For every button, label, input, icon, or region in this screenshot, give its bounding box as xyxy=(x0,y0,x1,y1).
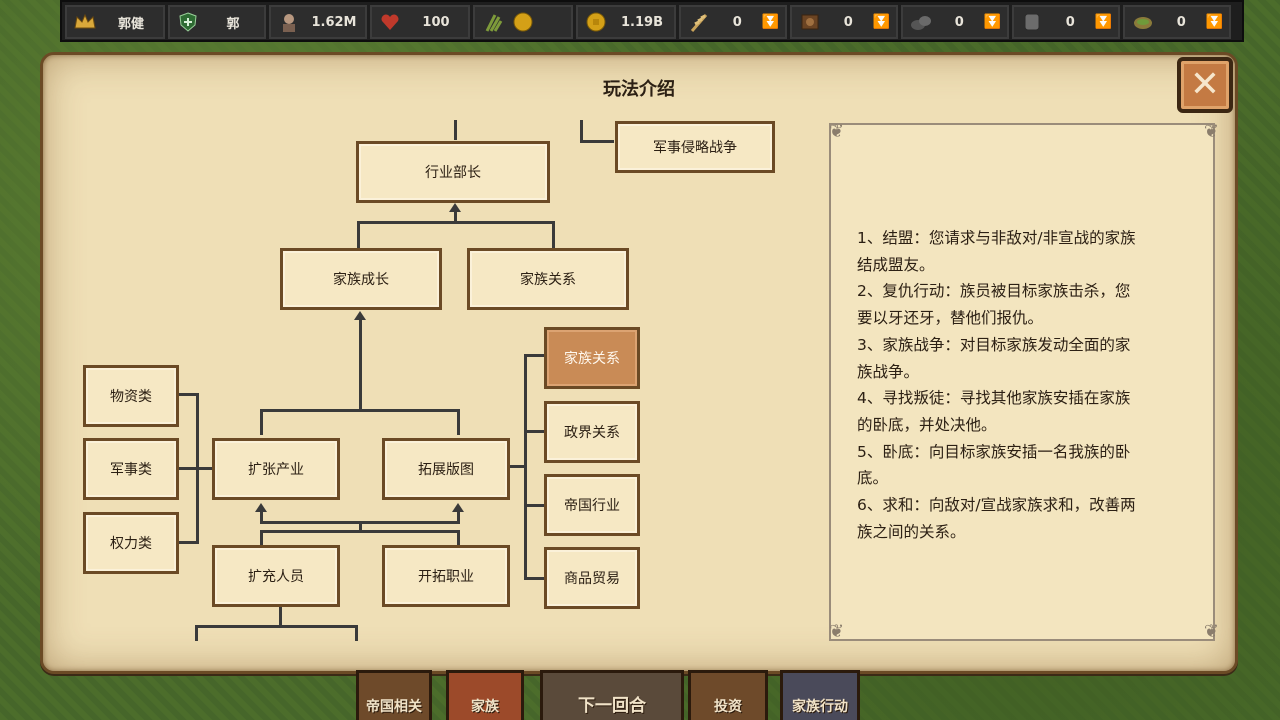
description-line: 结成盟友。 xyxy=(857,255,935,274)
empire-menu-button[interactable]: 帝国相关 xyxy=(356,670,432,720)
chevron-down-icon: ⏬ xyxy=(872,14,890,30)
chevron-down-icon: ⏬ xyxy=(1205,14,1223,30)
close-icon: ✕ xyxy=(1189,64,1221,105)
clan-action-label: 家族行动 xyxy=(792,699,848,715)
ornament-corner-icon: ❦ xyxy=(1203,121,1219,142)
description-line: 底。 xyxy=(857,469,889,488)
close-button[interactable]: ✕ xyxy=(1177,57,1233,113)
arrow-up-icon xyxy=(255,503,267,512)
description-box: ❦ ❦ ❦ ❦ 1、结盟：您请求与非敌对/非宣战的家族 结成盟友。 2、复仇行动… xyxy=(829,121,1219,642)
herb-icon xyxy=(1129,10,1157,34)
description-line: 6、求和：向敌对/宣战家族求和，改善两 xyxy=(857,496,1136,515)
herb-value: 0 xyxy=(1176,14,1186,30)
description-line: 要以牙还牙，替他们报仇。 xyxy=(857,309,1044,328)
wheat-slot[interactable]: 0 ⏬ xyxy=(679,5,787,39)
clan-menu-button[interactable]: 家族 xyxy=(446,670,524,720)
ornament-corner-icon: ❦ xyxy=(1203,621,1219,642)
description-line: 族之间的关系。 xyxy=(857,522,966,541)
invest-menu-button[interactable]: 投资 xyxy=(688,670,768,720)
description-text: 1、结盟：您请求与非敌对/非宣战的家族 结成盟友。 2、复仇行动：族员被目标家族… xyxy=(857,225,1193,545)
node-military-invasion[interactable]: 军事侵略战争 xyxy=(615,121,775,173)
wood-value: 0 xyxy=(843,14,853,30)
player-name-slot[interactable]: 郭健 xyxy=(65,5,165,39)
description-line: 4、寻找叛徒：寻找其他家族安插在家族 xyxy=(857,389,1131,408)
grain-coin-icon xyxy=(479,10,539,34)
gold-value: 1.19B xyxy=(621,14,663,30)
node-military[interactable]: 军事类 xyxy=(83,438,179,500)
tech-tree: 军事侵略战争 行业部长 家族成长 家族关系 家族关系 政界关系 帝国行业 商品贸… xyxy=(43,55,803,677)
soldier-icon xyxy=(275,10,303,34)
next-turn-button[interactable]: 下一回合 xyxy=(540,670,684,720)
node-clan-growth[interactable]: 家族成长 xyxy=(280,248,442,310)
invest-menu-label: 投资 xyxy=(714,699,742,715)
empire-menu-label: 帝国相关 xyxy=(366,699,422,715)
wood-slot[interactable]: 0 ⏬ xyxy=(790,5,898,39)
stone-value: 0 xyxy=(954,14,964,30)
wheat-value: 0 xyxy=(732,14,742,30)
clan-menu-label: 家族 xyxy=(471,699,499,715)
node-clan-relations-selected[interactable]: 家族关系 xyxy=(544,327,640,389)
iron-icon xyxy=(1018,10,1046,34)
shield-icon xyxy=(174,10,202,34)
node-imperial-industry[interactable]: 帝国行业 xyxy=(544,474,640,536)
arrow-up-icon xyxy=(449,203,461,212)
chevron-down-icon: ⏬ xyxy=(1094,14,1112,30)
ornament-corner-icon: ❦ xyxy=(829,621,845,642)
wood-icon xyxy=(796,10,824,34)
stone-slot[interactable]: 0 ⏬ xyxy=(901,5,1009,39)
node-expand-territory[interactable]: 拓展版图 xyxy=(382,438,510,500)
grain-coin-slot[interactable] xyxy=(473,5,573,39)
node-materials[interactable]: 物资类 xyxy=(83,365,179,427)
population-value: 1.62M xyxy=(311,14,357,30)
node-industry-minister[interactable]: 行业部长 xyxy=(356,141,550,203)
iron-slot[interactable]: 0 ⏬ xyxy=(1012,5,1120,39)
chevron-down-icon: ⏬ xyxy=(983,14,1001,30)
iron-value: 0 xyxy=(1065,14,1075,30)
clan-name: 郭 xyxy=(226,16,240,32)
node-commodity-trade[interactable]: 商品贸易 xyxy=(544,547,640,609)
description-line: 族战争。 xyxy=(857,362,920,381)
node-political-relations[interactable]: 政界关系 xyxy=(544,401,640,463)
description-line: 的卧底，并处决他。 xyxy=(857,415,997,434)
coin-icon xyxy=(582,10,610,34)
herb-slot[interactable]: 0 ⏬ xyxy=(1123,5,1231,39)
description-line: 3、家族战争：对目标家族发动全面的家 xyxy=(857,335,1131,354)
next-turn-label: 下一回合 xyxy=(578,696,646,716)
ornament-corner-icon: ❦ xyxy=(829,121,845,142)
arrow-up-icon xyxy=(354,311,366,320)
gameplay-intro-panel: 玩法介绍 ✕ xyxy=(40,52,1238,674)
resource-bar: 郭健 郭 1.62M 100 1.19B 0 ⏬ 0 ⏬ 0 ⏬ 0 ⏬ xyxy=(60,0,1244,42)
population-slot[interactable]: 1.62M xyxy=(269,5,367,39)
node-expand-personnel[interactable]: 扩充人员 xyxy=(212,545,340,607)
crown-icon xyxy=(71,10,99,34)
heart-icon xyxy=(376,10,404,34)
chevron-down-icon: ⏬ xyxy=(761,14,779,30)
clan-name-slot[interactable]: 郭 xyxy=(168,5,266,39)
health-value: 100 xyxy=(422,14,450,30)
description-line: 1、结盟：您请求与非敌对/非宣战的家族 xyxy=(857,229,1136,247)
node-power[interactable]: 权力类 xyxy=(83,512,179,574)
arrow-up-icon xyxy=(452,503,464,512)
panel-title: 玩法介绍 xyxy=(603,79,675,100)
node-expand-industry[interactable]: 扩张产业 xyxy=(212,438,340,500)
stone-icon xyxy=(907,10,935,34)
node-clan-relations[interactable]: 家族关系 xyxy=(467,248,629,310)
gold-slot[interactable]: 1.19B xyxy=(576,5,676,39)
wheat-icon xyxy=(685,10,713,34)
node-develop-profession[interactable]: 开拓职业 xyxy=(382,545,510,607)
description-line: 5、卧底：向目标家族安插一名我族的卧 xyxy=(857,442,1131,461)
health-slot[interactable]: 100 xyxy=(370,5,470,39)
description-line: 2、复仇行动：族员被目标家族击杀，您 xyxy=(857,282,1131,301)
player-name: 郭健 xyxy=(117,16,144,32)
clan-action-button[interactable]: 家族行动 xyxy=(780,670,860,720)
